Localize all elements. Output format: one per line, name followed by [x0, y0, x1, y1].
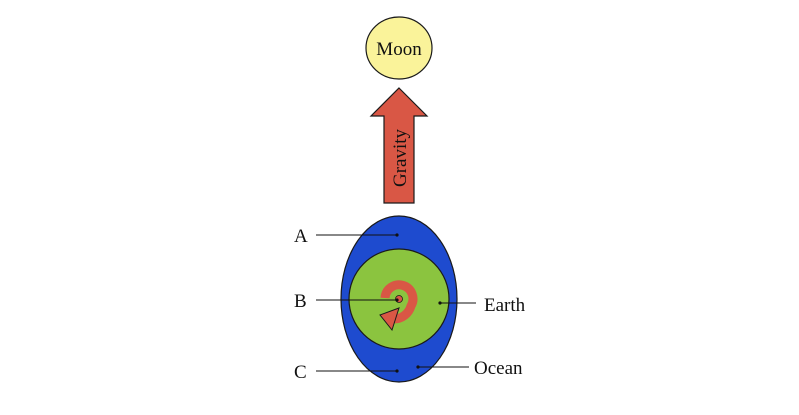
dot-earth	[438, 301, 442, 305]
rotation-arc	[380, 280, 418, 324]
dot-c	[395, 369, 399, 373]
leader-dots	[395, 233, 442, 373]
dot-b	[395, 298, 399, 302]
moon-circle	[365, 16, 433, 80]
up-arrow-icon	[369, 87, 429, 204]
label-a: A	[294, 226, 308, 247]
gravity-arrow: Gravity	[369, 87, 429, 204]
moon: Moon	[365, 16, 433, 80]
rotation-arrowhead	[379, 307, 400, 332]
label-c: C	[294, 362, 307, 383]
circular-arrow-icon	[379, 280, 418, 332]
moon-label: Moon	[376, 39, 422, 60]
label-b: B	[294, 291, 307, 312]
dot-ocean	[416, 365, 420, 369]
dot-a	[395, 233, 399, 237]
label-earth: Earth	[484, 295, 526, 316]
gravity-label: Gravity	[390, 128, 411, 187]
leader-lines	[316, 234, 476, 372]
label-ocean: Ocean	[474, 358, 523, 379]
